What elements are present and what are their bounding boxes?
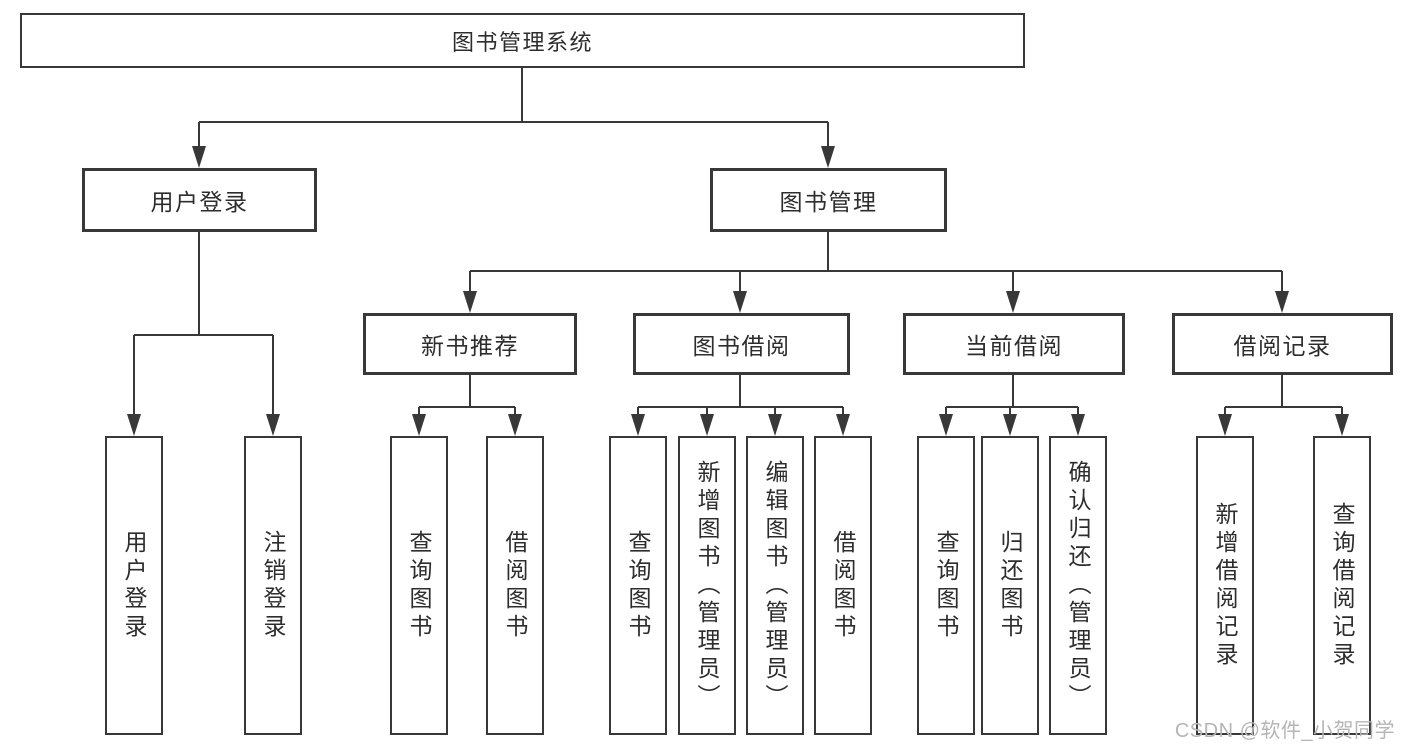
watermark: CSDN @软件_小贺同学 xyxy=(1174,720,1395,742)
leaf-edit-books-admin: 编辑图书（管理员） xyxy=(746,436,804,735)
connector-arrowheads xyxy=(127,146,1349,436)
node-system-root: 图书管理系统 xyxy=(20,13,1025,68)
node-user-login: 用户登录 xyxy=(82,168,317,232)
leaf-query-books-recommend: 查询图书 xyxy=(390,436,448,735)
leaf-query-borrow-record: 查询借阅记录 xyxy=(1313,436,1371,735)
leaf-query-books-current: 查询图书 xyxy=(917,436,975,735)
leaf-borrow-books-recommend: 借阅图书 xyxy=(486,436,544,735)
leaf-logout: 注销登录 xyxy=(244,436,302,735)
node-new-book-recommend: 新书推荐 xyxy=(363,313,577,375)
leaf-user-login: 用户登录 xyxy=(105,436,163,735)
leaf-confirm-return-admin: 确认归还（管理员） xyxy=(1049,436,1107,735)
leaf-borrow-books: 借阅图书 xyxy=(814,436,872,735)
leaf-add-books-admin: 新增图书（管理员） xyxy=(678,436,736,735)
connector-lines xyxy=(133,68,1343,418)
node-book-management: 图书管理 xyxy=(710,168,947,232)
node-book-borrow: 图书借阅 xyxy=(633,313,850,375)
leaf-query-books-borrow: 查询图书 xyxy=(609,436,667,735)
leaf-return-books: 归还图书 xyxy=(981,436,1039,735)
node-borrow-records: 借阅记录 xyxy=(1172,313,1393,375)
leaf-add-borrow-record: 新增借阅记录 xyxy=(1196,436,1254,735)
node-current-borrow: 当前借阅 xyxy=(903,313,1125,375)
